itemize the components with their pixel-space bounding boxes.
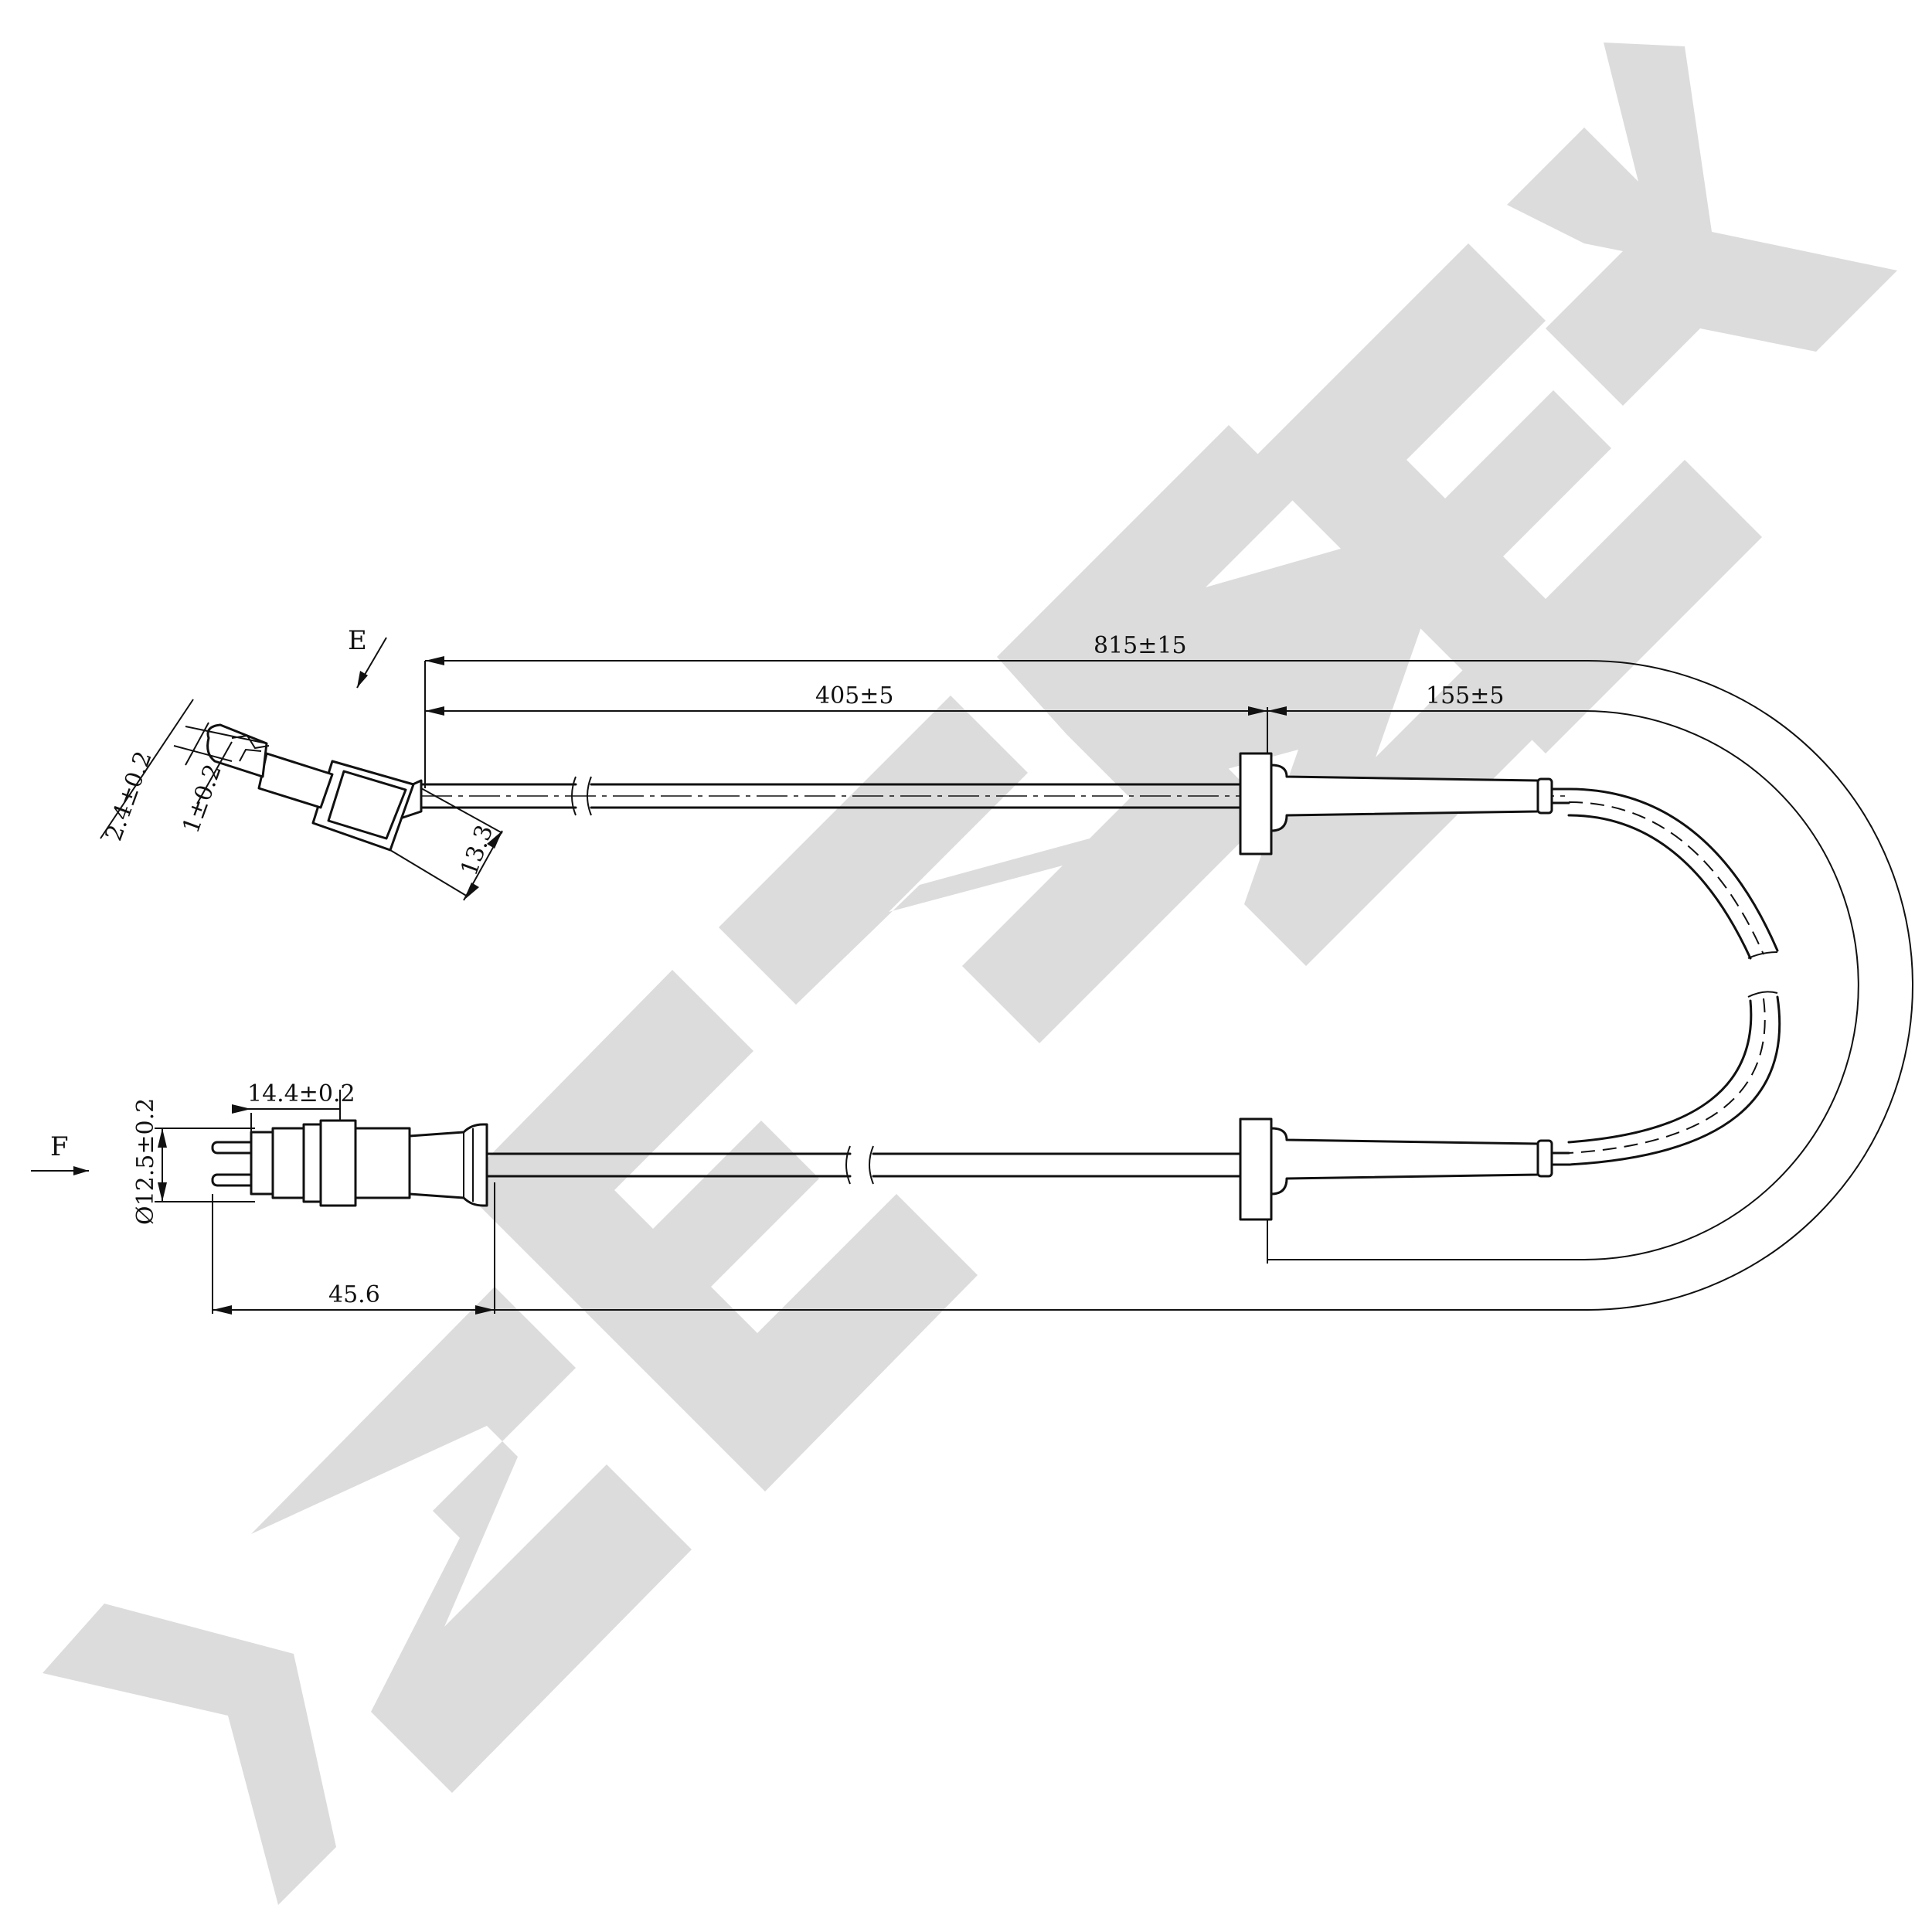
cable-assembly: [420, 752, 1781, 1221]
dim-connector-diameter: Ø12.5±0.2: [132, 1098, 159, 1225]
view-label-f: F: [50, 1131, 69, 1162]
dim-connector-tip: 14.4±0.2: [247, 1080, 355, 1107]
connector: [211, 1119, 496, 1207]
watermark-logo: [43, 43, 1897, 1905]
dim-to-grommet: 405±5: [815, 682, 893, 709]
dim-tab-width: 2.4±0.2: [100, 747, 158, 844]
sensor-head: [206, 723, 423, 852]
dimension-lines: [31, 637, 1913, 1315]
dim-tab-gap: 1±0.2: [178, 760, 227, 836]
dim-connector-length: 45.6: [328, 1281, 380, 1308]
dim-grommet-to-bend: 155±5: [1426, 682, 1504, 709]
dim-total-length: 815±15: [1094, 632, 1187, 659]
view-label-e: E: [348, 625, 367, 656]
